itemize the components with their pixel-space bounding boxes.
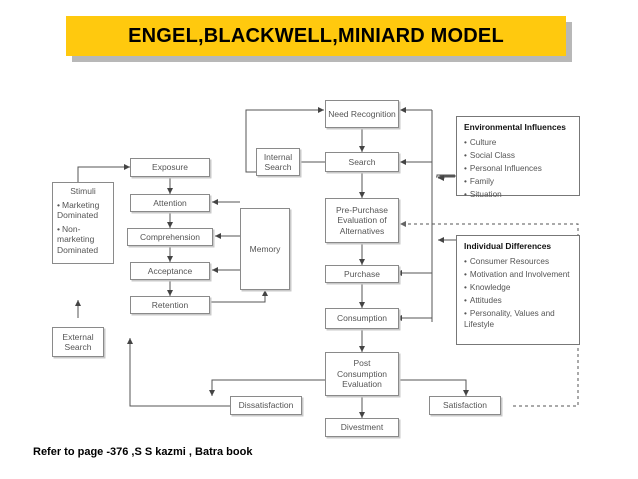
panel-individual-differences[interactable]: Individual Differences Consumer Resource…: [456, 235, 580, 345]
node-stimuli[interactable]: Stimuli Marketing Dominated Non-marketin…: [52, 182, 114, 264]
node-external-search[interactable]: External Search: [52, 327, 104, 357]
list-item: Personality, Values and Lifestyle: [464, 308, 572, 331]
node-attention[interactable]: Attention: [130, 194, 210, 212]
list-item: Consumer Resources: [464, 256, 572, 268]
node-post-consumption-evaluation[interactable]: Post Consumption Evaluation: [325, 352, 399, 396]
list-item: Culture: [464, 137, 572, 149]
list-item: Family: [464, 176, 572, 188]
node-exposure[interactable]: Exposure: [130, 158, 210, 177]
panel-environmental-influences[interactable]: Environmental Influences Culture Social …: [456, 116, 580, 199]
list-item: Social Class: [464, 150, 572, 162]
node-dissatisfaction[interactable]: Dissatisfaction: [230, 396, 302, 415]
node-pre-purchase-evaluation[interactable]: Pre-Purchase Evaluation of Alternatives: [325, 198, 399, 243]
node-internal-search[interactable]: Internal Search: [256, 148, 300, 176]
node-purchase[interactable]: Purchase: [325, 265, 399, 283]
node-need-recognition[interactable]: Need Recognition: [325, 100, 399, 128]
list-item: Attitudes: [464, 295, 572, 307]
page-title: ENGEL,BLACKWELL,MINIARD MODEL: [128, 24, 504, 47]
list-item: Knowledge: [464, 282, 572, 294]
node-search[interactable]: Search: [325, 152, 399, 172]
node-divestment[interactable]: Divestment: [325, 418, 399, 437]
environmental-influences-list: Culture Social Class Personal Influences…: [464, 137, 572, 201]
stimuli-title: Stimuli: [70, 186, 96, 196]
node-memory[interactable]: Memory: [240, 208, 290, 290]
node-acceptance[interactable]: Acceptance: [130, 262, 210, 280]
individual-differences-list: Consumer Resources Motivation and Involv…: [464, 256, 572, 331]
title-banner: ENGEL,BLACKWELL,MINIARD MODEL: [66, 16, 566, 56]
node-consumption[interactable]: Consumption: [325, 308, 399, 329]
footer-note: Refer to page -376 ,S S kazmi , Batra bo…: [33, 446, 253, 458]
panel-title: Environmental Influences: [464, 122, 566, 132]
node-satisfaction[interactable]: Satisfaction: [429, 396, 501, 415]
list-item: Situation: [464, 189, 572, 201]
stimuli-item: Marketing Dominated: [57, 200, 109, 221]
panel-title: Individual Differences: [464, 241, 552, 251]
stimuli-item: Non-marketing Dominated: [57, 224, 109, 256]
stimuli-list: Marketing Dominated Non-marketing Domina…: [57, 200, 109, 256]
list-item: Motivation and Involvement: [464, 269, 572, 281]
list-item: Personal Influences: [464, 163, 572, 175]
node-comprehension[interactable]: Comprehension: [127, 228, 213, 246]
node-retention[interactable]: Retention: [130, 296, 210, 314]
